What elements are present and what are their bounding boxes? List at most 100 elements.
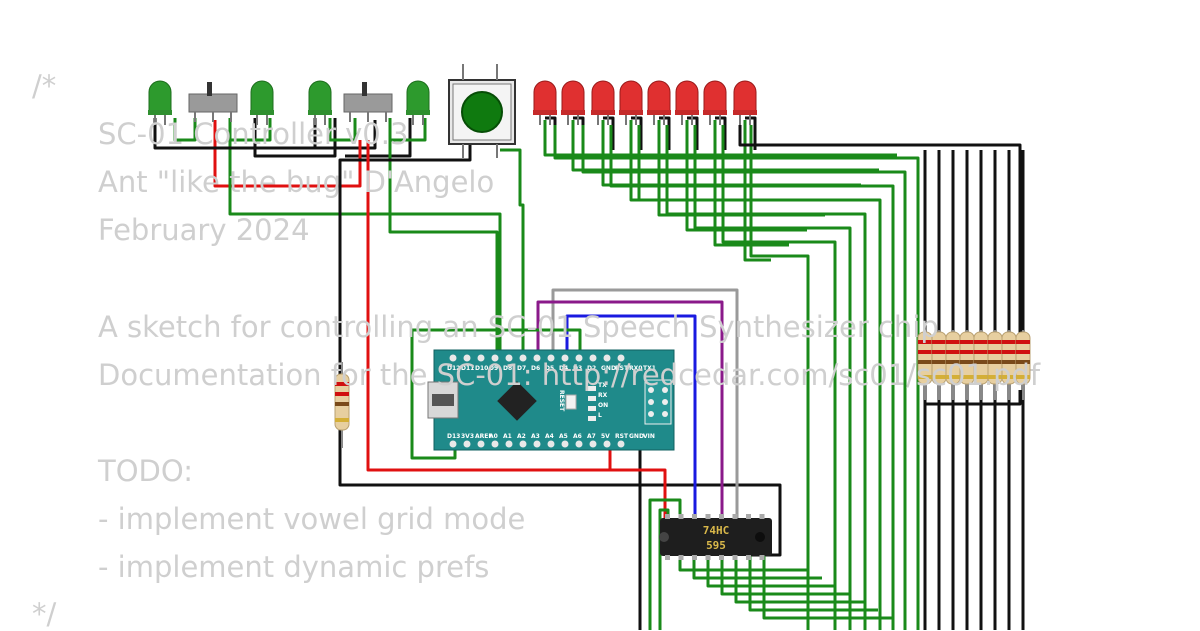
- pin-label: GND: [601, 365, 616, 372]
- pin-label: VIN: [643, 433, 655, 440]
- bank-resistor: [917, 330, 933, 400]
- icsp-pin: [648, 411, 654, 417]
- wire: [925, 390, 1022, 406]
- pin-label: D9: [489, 365, 498, 372]
- chip-body: [660, 518, 772, 556]
- chip-pin: [705, 514, 711, 519]
- pin-label: D8: [503, 365, 512, 372]
- slide-switch: [188, 82, 238, 122]
- green-led: [308, 80, 332, 125]
- bank-resistor: [959, 330, 975, 400]
- wire: [500, 148, 525, 350]
- wire: [721, 125, 837, 630]
- resistor-band: [918, 375, 932, 379]
- icsp-pin: [662, 411, 668, 417]
- resistor-band: [988, 350, 1002, 354]
- wire: [338, 120, 472, 380]
- pin-label: D2: [587, 365, 596, 372]
- pin-label: GND: [629, 433, 644, 440]
- chip-pin: [732, 555, 738, 560]
- pin-label: A6: [573, 433, 582, 440]
- top-pin: [491, 354, 499, 362]
- chip-pin: [746, 514, 751, 519]
- led-rim: [561, 110, 585, 115]
- bottom-pin: [449, 440, 457, 448]
- wire: [543, 120, 897, 157]
- bottom-pin: [491, 440, 499, 448]
- top-pin: [561, 354, 569, 362]
- board: [433, 349, 675, 451]
- pin-label: A0: [489, 433, 498, 440]
- resistor-band: [960, 375, 974, 379]
- led-body: [561, 80, 585, 113]
- resistor-band: [974, 340, 988, 344]
- led-body: [148, 80, 172, 113]
- wire: [648, 498, 682, 630]
- resistor-band: [960, 340, 974, 344]
- wire: [253, 118, 337, 158]
- chip-label: 74HC: [703, 524, 730, 537]
- led-body: [533, 80, 557, 113]
- wire: [665, 125, 867, 630]
- resistor-band: [932, 340, 946, 344]
- wire: [692, 555, 822, 580]
- resistor-band: [946, 375, 960, 379]
- wire: [693, 125, 852, 630]
- resistor-band: [335, 418, 349, 422]
- pin-label: D4: [559, 365, 568, 372]
- resistor-band: [918, 350, 932, 354]
- pin-label: A7: [587, 433, 596, 440]
- chip-label: 595: [706, 539, 726, 552]
- resistor-band: [974, 360, 988, 364]
- status-led: [588, 406, 596, 411]
- bottom-pin: [603, 440, 611, 448]
- wire: [629, 120, 843, 202]
- wire: [743, 120, 771, 262]
- resistor-band: [946, 340, 960, 344]
- wire: [571, 120, 879, 172]
- resistor-band: [960, 360, 974, 364]
- wire: [734, 555, 864, 604]
- resistor-band: [974, 350, 988, 354]
- resistor-band: [988, 375, 1002, 379]
- green-led: [148, 80, 172, 125]
- wire: [410, 328, 582, 460]
- led-body: [250, 80, 274, 113]
- resistor-band: [1016, 375, 1030, 379]
- resistor-band: [1002, 340, 1016, 344]
- wire: [328, 118, 357, 142]
- red-led: [733, 80, 757, 125]
- reset-button: [565, 394, 577, 410]
- resistor-band: [1002, 375, 1016, 379]
- chip-pin: [746, 555, 751, 560]
- wire: [748, 555, 878, 612]
- chip-pin: [692, 555, 697, 560]
- status-led: [588, 416, 596, 421]
- top-pin: [505, 354, 513, 362]
- top-pin: [617, 354, 625, 362]
- led-body: [703, 80, 727, 113]
- pin-label: A4: [545, 433, 554, 440]
- wire: [637, 125, 882, 630]
- resistor-band: [918, 340, 932, 344]
- wire: [610, 468, 667, 520]
- resistor-band: [988, 360, 1002, 364]
- bank-resistor: [973, 330, 989, 400]
- resistor: [334, 362, 350, 448]
- led-rim: [703, 110, 727, 115]
- top-pin: [603, 354, 611, 362]
- bank-resistor: [1015, 330, 1031, 400]
- chip-pin: [719, 555, 724, 560]
- icsp-pin: [662, 387, 668, 393]
- chip-notch: [659, 532, 669, 542]
- pin-label: D12: [447, 365, 460, 372]
- wire: [213, 120, 362, 188]
- resistor-band: [918, 360, 932, 364]
- pin-label: D7: [517, 365, 526, 372]
- red-led: [591, 80, 615, 125]
- pin-label: 5V: [601, 433, 610, 440]
- chip-pin: [719, 514, 724, 519]
- wire: [749, 125, 810, 630]
- resistor-band: [1016, 360, 1030, 364]
